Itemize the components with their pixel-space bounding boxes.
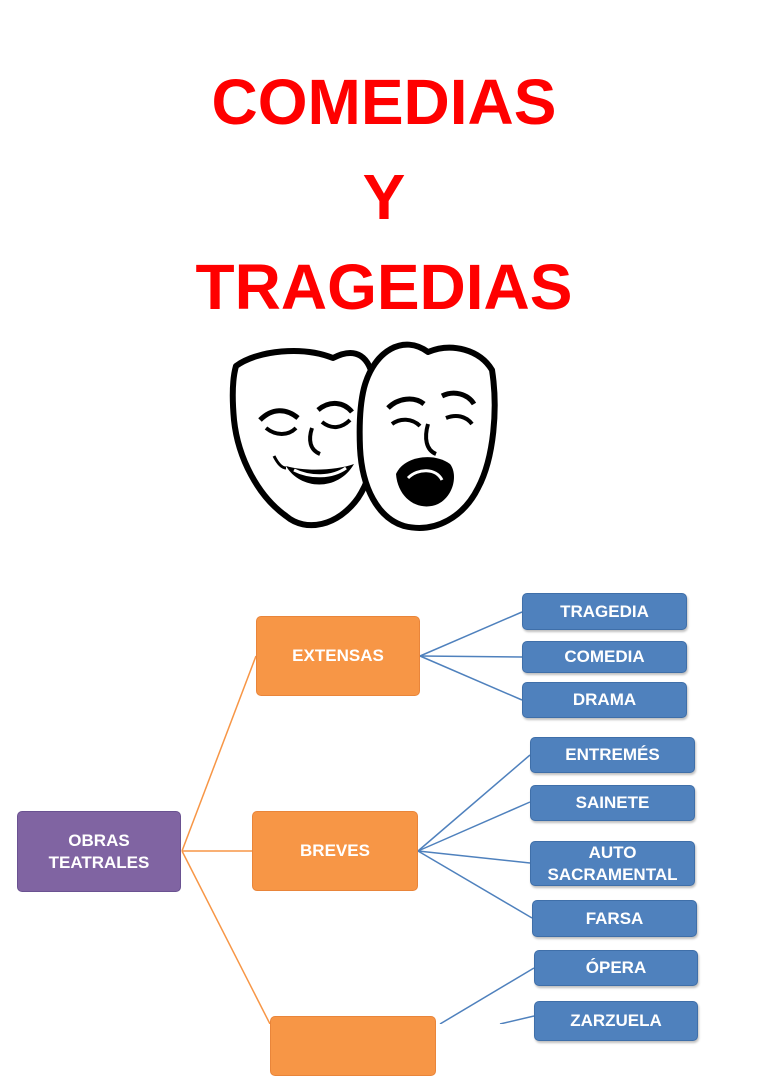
connector-root-extensas [182, 656, 256, 851]
node-opera: ÓPERA [534, 950, 698, 986]
connector-category3-opera [440, 968, 534, 1024]
node-sainete: SAINETE [530, 785, 695, 821]
connector-breves-entremes [418, 755, 530, 851]
node-tragedia: TRAGEDIA [522, 593, 687, 630]
node-entremes: ENTREMÉS [530, 737, 695, 773]
node-drama: DRAMA [522, 682, 687, 718]
node-auto-line1: AUTO [589, 843, 637, 862]
node-auto-line2: SACRAMENTAL [547, 865, 677, 884]
connector-extensas-drama [420, 656, 522, 700]
connector-extensas-comedia [420, 656, 522, 657]
node-farsa: FARSA [532, 900, 697, 937]
connector-breves-sainete [418, 802, 530, 851]
node-extensas: EXTENSAS [256, 616, 420, 696]
node-auto-sacramental: AUTO SACRAMENTAL [530, 841, 695, 886]
node-zarzuela: ZARZUELA [534, 1001, 698, 1041]
node-breves: BREVES [252, 811, 418, 891]
connector-extensas-tragedia [420, 612, 522, 656]
node-obras-teatrales: OBRAS TEATRALES [17, 811, 181, 892]
node-comedia: COMEDIA [522, 641, 687, 673]
node-category-3 [270, 1016, 436, 1076]
node-obras-teatrales-line2: TEATRALES [49, 853, 150, 872]
connector-category3-zarzuela [500, 1016, 534, 1024]
node-obras-teatrales-line1: OBRAS [68, 831, 129, 850]
